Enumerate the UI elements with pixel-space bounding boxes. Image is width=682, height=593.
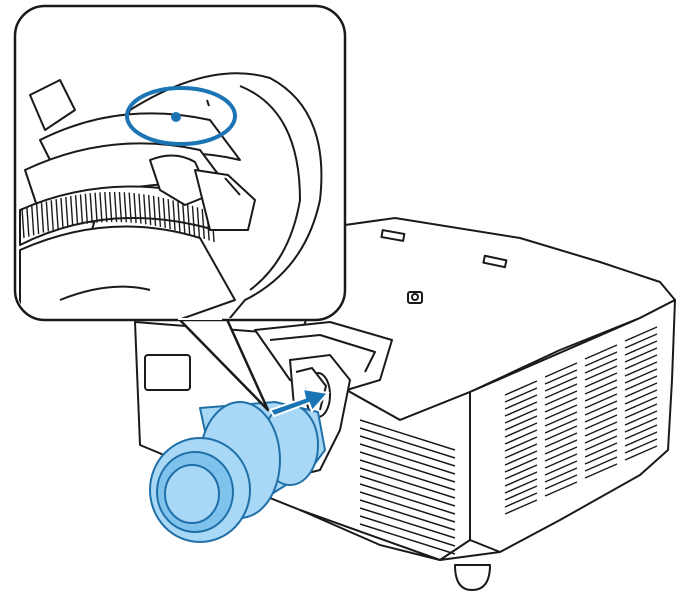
- lens-cover-inner: [269, 334, 376, 373]
- zoom-release-tab: [149, 154, 211, 206]
- chassis-edge: [299, 509, 501, 561]
- zoom-lever-detail: [224, 177, 241, 196]
- zoom-lever: [194, 169, 256, 231]
- alignment-mark: [206, 99, 210, 107]
- alignment-dot: [171, 112, 181, 122]
- knurl-lines: [21, 191, 215, 243]
- side-vent-grille: [504, 326, 658, 515]
- front-panel-window: [144, 354, 191, 391]
- lens-glass-inner: [164, 464, 220, 524]
- front-vent-grille: [359, 419, 456, 555]
- zoom-barrel-line: [59, 285, 151, 301]
- zoomed-lens-mount: [19, 72, 323, 318]
- projector-lens: [149, 401, 326, 543]
- top-slot-1: [380, 229, 406, 242]
- alignment-mark-highlight: [125, 86, 237, 146]
- projector-foot: [454, 564, 491, 591]
- top-button-dot: [411, 293, 419, 301]
- zoom-bracket: [29, 79, 76, 131]
- zoom-callout: [13, 4, 347, 412]
- zoom-lower-barrel: [19, 225, 236, 318]
- projector-right-face: [469, 299, 676, 553]
- top-slot-2: [482, 254, 508, 269]
- insert-direction-arrow: [268, 387, 330, 418]
- zoom-lens-edge: [239, 85, 301, 291]
